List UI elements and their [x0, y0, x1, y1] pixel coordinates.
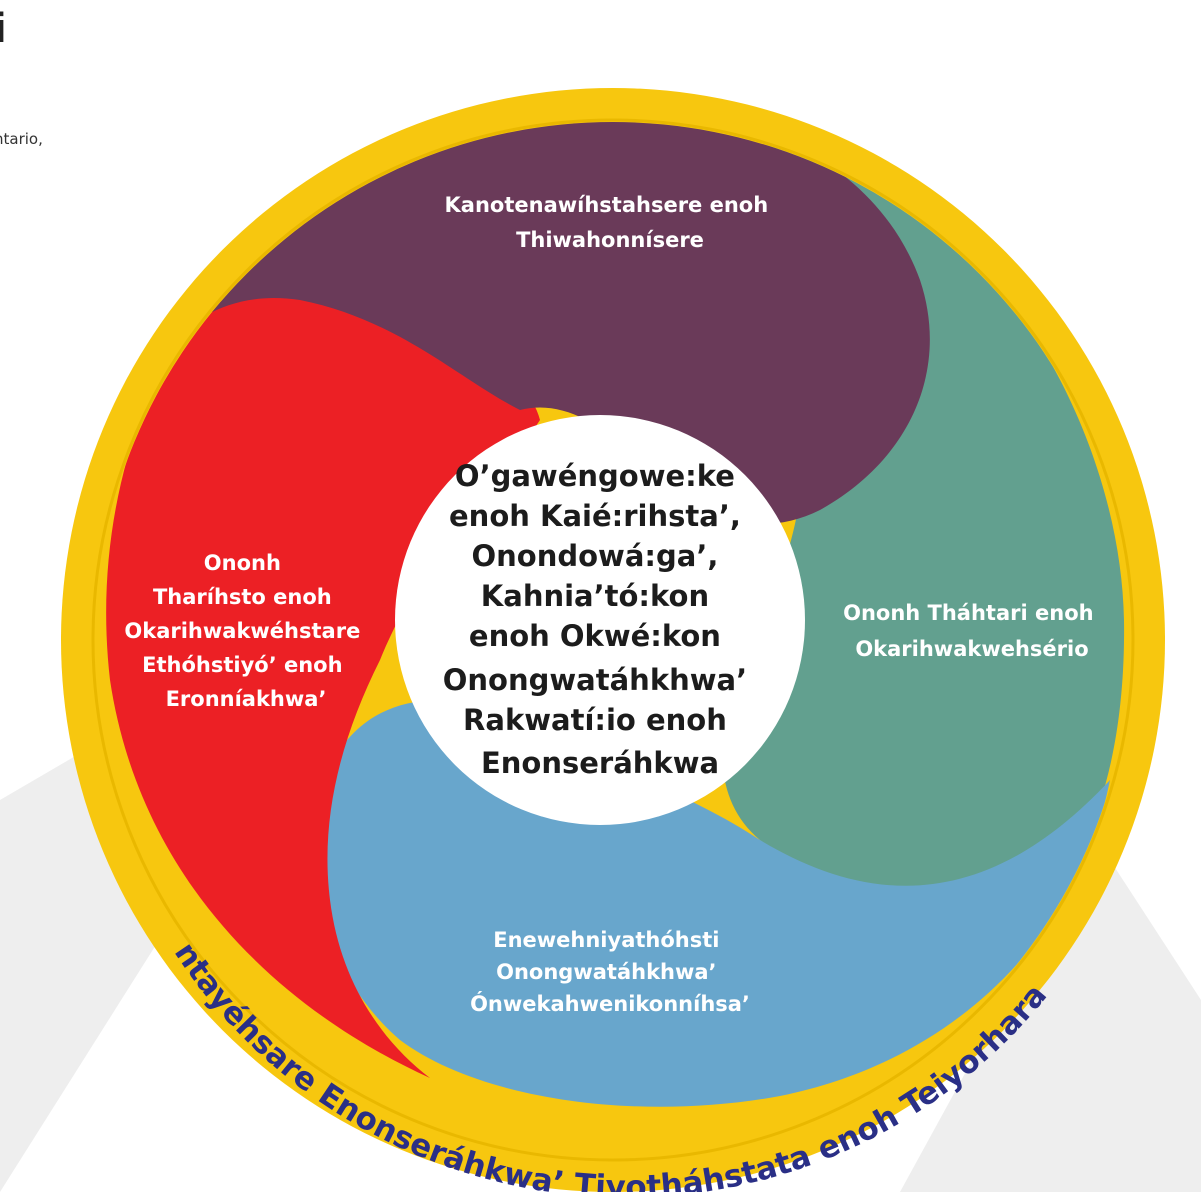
bottom-segment-label: Enewehniyathóhsti Onongwatáhkhwa’ Ónweka…	[470, 928, 750, 1016]
right-label-line: Ononh Tháhtari enoh	[843, 601, 1093, 625]
body-text-fragment: ntario,	[0, 130, 43, 148]
bottom-label-line: Enewehniyathóhsti	[493, 928, 719, 952]
center-label-line: Rakwatí:io enoh	[463, 703, 727, 737]
right-segment-label: Ononh Tháhtari enoh Okarihwakwehsério	[843, 601, 1101, 661]
center-label-line: enoh Okwé:kon	[469, 619, 721, 653]
center-label-line: Onondowá:ga’,	[472, 539, 719, 573]
center-label-line: Onongwatáhkhwa’	[443, 663, 747, 697]
top-label-line: Thiwahonnísere	[516, 228, 704, 252]
segment-purple	[150, 122, 930, 525]
top-segment-label: Kanotenawíhstahsere enoh Thiwahonnísere	[445, 193, 776, 252]
center-label-line: Kahnia’tó:kon	[481, 579, 709, 613]
left-label-line: Ethóhstiyó’ enoh	[142, 653, 342, 677]
center-label-line: Enonseráhkwa	[481, 746, 719, 780]
center-circle	[395, 415, 805, 825]
left-segment-label: Ononh Tharíhsto enoh Okarihwakwéhstare E…	[124, 551, 367, 711]
page-title-fragment: i	[0, 6, 8, 52]
left-label-line: Okarihwakwéhstare	[124, 619, 360, 643]
segment-red	[106, 283, 541, 1078]
bottom-label-line: Onongwatáhkhwa’	[496, 960, 716, 984]
center-label-line: O’gawéngowe:ke	[455, 459, 735, 493]
right-label-line: Okarihwakwehsério	[855, 637, 1088, 661]
left-label-line: Tharíhsto enoh	[153, 585, 332, 609]
top-label-line: Kanotenawíhstahsere enoh	[445, 193, 769, 217]
left-label-line: Ononh	[204, 551, 281, 575]
left-label-line: Eronníakhwa’	[166, 687, 327, 711]
center-label-line: enoh Kaié:rihsta’,	[449, 499, 741, 533]
center-label: O’gawéngowe:ke enoh Kaié:rihsta’, Onondo…	[443, 459, 757, 780]
bottom-label-line: Ónwekahwenikonníhsa’	[470, 991, 750, 1016]
